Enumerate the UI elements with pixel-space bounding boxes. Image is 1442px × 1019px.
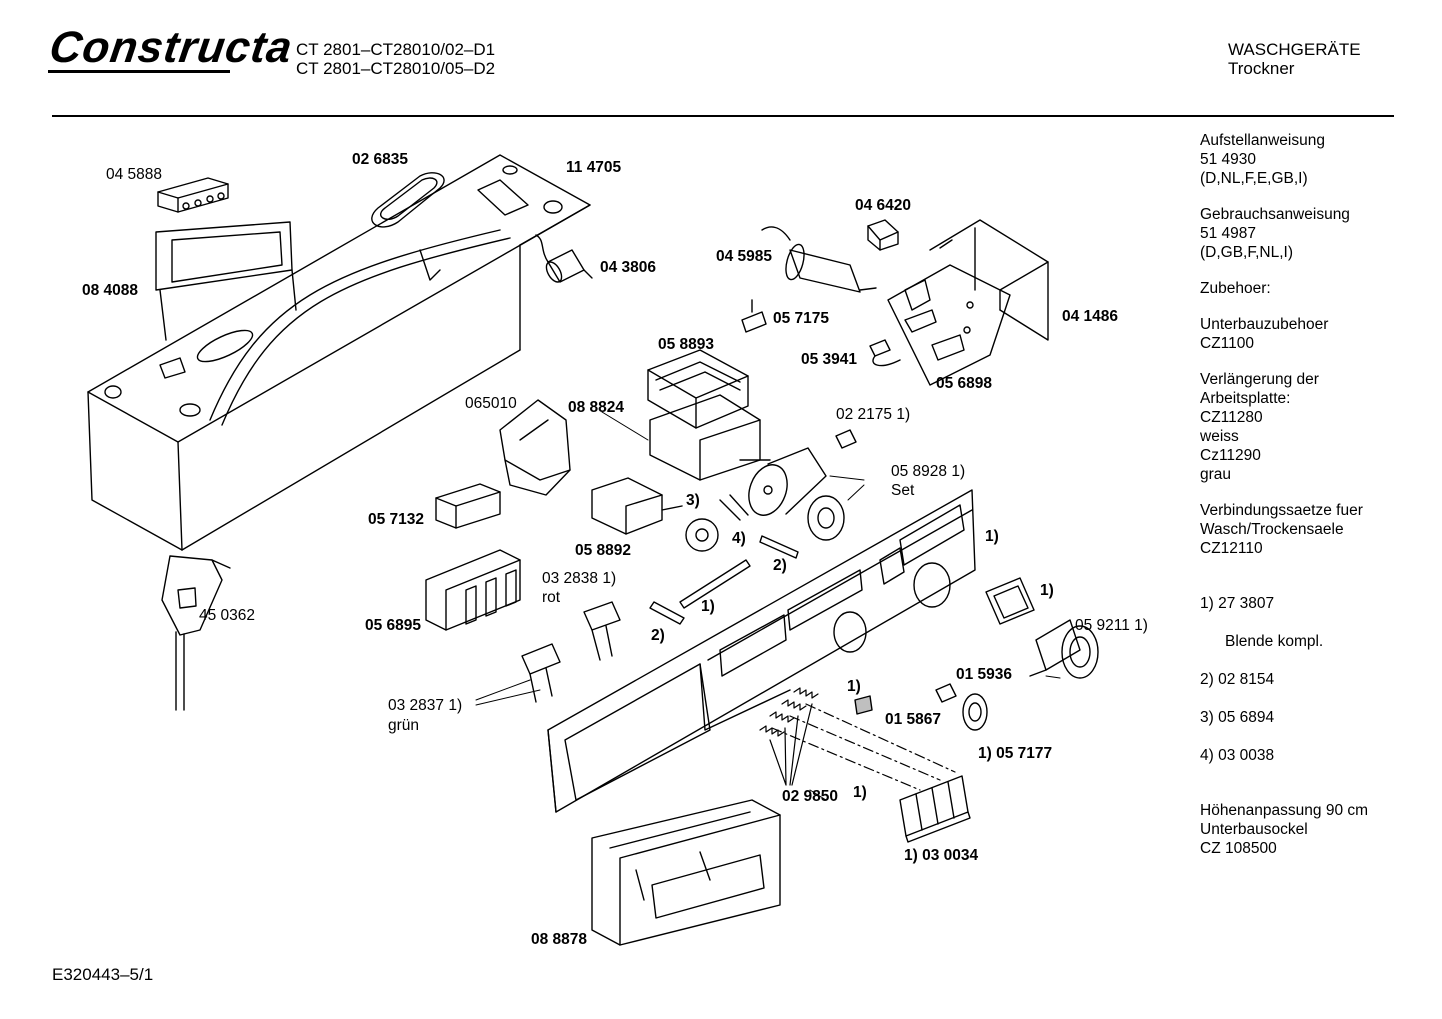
label-01-5936: 01 5936	[956, 666, 1013, 683]
label-note-1e: 1)	[853, 784, 867, 801]
display-and-knob-drawing	[985, 577, 1099, 679]
label-08-8878: 08 8878	[531, 931, 588, 948]
mains-plug-drawing	[161, 555, 231, 711]
capacitor-04-3806-drawing	[535, 234, 593, 283]
leader-lines	[475, 411, 1061, 801]
label-note-1b: 1)	[1040, 582, 1054, 599]
label-05-7175: 05 7175	[773, 310, 830, 327]
label-note-2b: 2)	[651, 627, 665, 644]
bracket-05-8892-drawing	[591, 477, 683, 535]
note-block: Unterbauzubehoer CZ1100	[1200, 316, 1329, 352]
footnote-list: 1) 27 3807 Blende kompl. 2) 02 8154 3) 0…	[1200, 575, 1430, 784]
label-05-8928: 05 8928 1)	[891, 463, 966, 480]
label-note-2a: 2)	[773, 557, 787, 574]
footnote-1-sub: Blende kompl.	[1225, 633, 1324, 650]
label-note-1c: 1)	[701, 598, 715, 615]
label-note-4: 4)	[732, 530, 746, 547]
label-05-8928-set: Set	[891, 482, 915, 499]
label-03-2838: 03 2838 1)	[542, 570, 617, 587]
note-block: Aufstellanweisung 51 4930 (D,NL,F,E,GB,I…	[1200, 132, 1325, 187]
label-02-9850: 02 9850	[782, 788, 839, 805]
footnote-3: 3) 05 6894	[1200, 709, 1275, 726]
category: WASCHGERÄTE	[1228, 40, 1361, 59]
model-line-2: CT 2801–CT28010/05–D2	[296, 59, 496, 78]
label-04-6420: 04 6420	[855, 197, 912, 214]
label-05-9211: 05 9211 1)	[1075, 617, 1148, 634]
label-08-8824: 08 8824	[568, 399, 625, 416]
label-45-0362: 45 0362	[199, 607, 256, 624]
ring-02-6835-drawing	[371, 172, 445, 228]
note-block: Zubehoer:	[1200, 280, 1271, 297]
terminal-strip-drawing	[157, 177, 229, 213]
label-01-5867: 01 5867	[885, 711, 942, 728]
footnote-1: 1) 27 3807	[1200, 595, 1275, 612]
label-065010: 065010	[465, 395, 517, 412]
springs-drawing	[759, 687, 956, 791]
label-05-6898: 05 6898	[936, 375, 993, 392]
label-note-1d: 1)	[847, 678, 861, 695]
connector-blocks-drawing	[425, 483, 521, 631]
label-05-8893: 05 8893	[658, 336, 715, 353]
subcategory: Trockner	[1228, 59, 1295, 78]
notes-column: Aufstellanweisung 51 4930 (D,NL,F,E,GB,I…	[1200, 131, 1430, 875]
rods-pins-drawing	[649, 535, 799, 625]
relay-04-6420-drawing	[867, 219, 899, 251]
note-block: Gebrauchsanweisung 51 4987 (D,GB,F,NL,I)	[1200, 206, 1350, 261]
button-block-drawing	[899, 775, 971, 843]
drawing-code: E320443–5/1	[52, 965, 154, 984]
label-02-2175: 02 2175 1)	[836, 406, 911, 423]
model-line-1: CT 2801–CT28010/02–D1	[296, 40, 496, 59]
small-knob-drawing	[854, 683, 988, 731]
motor-drawing	[748, 429, 857, 541]
front-panel-drawing	[547, 489, 976, 813]
label-note-3: 3)	[686, 492, 700, 509]
pcb-bracket-drawing	[887, 219, 1049, 386]
note-block: Verbindungssaetze fuer Wasch/Trockensael…	[1200, 502, 1363, 557]
label-11-4705: 11 4705	[566, 159, 622, 176]
logo-underline	[48, 70, 230, 73]
label-05-7177: 1) 05 7177	[978, 745, 1053, 762]
label-02-6835: 02 6835	[352, 151, 409, 168]
drawer-cover-drawing	[591, 799, 781, 946]
small-parts-drawing	[741, 299, 901, 367]
label-03-2838-rot: rot	[542, 589, 561, 606]
label-05-6895: 05 6895	[365, 617, 422, 634]
footnote-4: 4) 03 0038	[1200, 747, 1275, 764]
label-04-1486: 04 1486	[1062, 308, 1119, 325]
control-frame-drawing	[87, 154, 591, 551]
capacitor-04-5985-drawing	[761, 226, 877, 293]
label-03-2837: 03 2837 1)	[388, 697, 463, 714]
label-05-7132: 05 7132	[368, 511, 425, 528]
gear-drawing	[685, 494, 749, 552]
bracket-065010-drawing	[499, 399, 571, 496]
note-block: Verlängerung der Arbeitsplatte: CZ11280 …	[1200, 371, 1319, 483]
note-block: Höhenanpassung 90 cm Unterbausockel CZ 1…	[1200, 802, 1369, 857]
plug-connectors-drawing	[521, 601, 621, 703]
footnote-2: 2) 02 8154	[1200, 671, 1275, 688]
header-rule	[52, 115, 1394, 117]
label-04-5888: 04 5888	[106, 166, 163, 183]
label-04-3806: 04 3806	[600, 259, 657, 276]
label-03-2837-gruen: grün	[388, 717, 420, 734]
label-04-5985: 04 5985	[716, 248, 773, 265]
label-note-1a: 1)	[985, 528, 999, 545]
label-03-0034: 1) 03 0034	[904, 847, 979, 864]
label-05-3941: 05 3941	[801, 351, 858, 368]
label-05-8892: 05 8892	[575, 542, 632, 559]
program-switch-drawing	[647, 349, 771, 481]
label-08-4088: 08 4088	[82, 282, 139, 299]
